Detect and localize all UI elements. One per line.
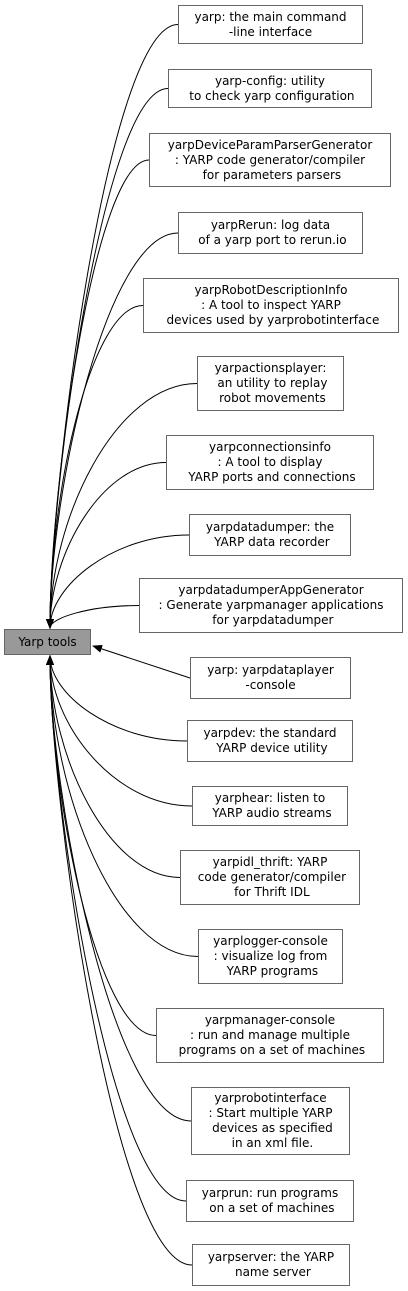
edge-arrow <box>46 655 193 1266</box>
node-yarp-data-player-console[interactable]: yarp: yarpdataplayer -console <box>190 657 351 699</box>
root-node-label: Yarp tools <box>18 634 77 649</box>
node-yarp-idl-thrift[interactable]: yarpidl_thrift: YARP code generator/comp… <box>180 850 360 905</box>
edge-arrow <box>46 159 150 629</box>
edge-arrow <box>46 655 193 807</box>
edge-arrow <box>46 462 167 629</box>
node-yarp-hear[interactable]: yarphear: listen to YARP audio streams <box>192 786 348 826</box>
edge-arrow <box>46 655 192 1122</box>
node-label: yarpRobotDescriptionInfo : A tool to ins… <box>166 283 380 327</box>
node-yarp-data-dumper[interactable]: yarpdatadumper: the YARP data recorder <box>189 514 351 556</box>
node-label: yarplogger-console : visualize log from … <box>213 934 328 978</box>
node-label: yarprun: run programs on a set of machin… <box>201 1186 339 1215</box>
node-label: yarpDeviceParamParserGenerator : YARP co… <box>167 137 373 182</box>
edge-arrow <box>46 655 181 878</box>
node-yarp-main[interactable]: yarp: the main command -line interface <box>178 5 363 44</box>
node-label: yarpdatadumper: the YARP data recorder <box>205 520 335 549</box>
node-yarp-connections-info[interactable]: yarpconnectionsinfo : A tool to display … <box>166 435 374 490</box>
node-label: yarp-config: utility to check yarp confi… <box>189 73 355 103</box>
node-yarp-config[interactable]: yarp-config: utility to check yarp confi… <box>168 69 372 108</box>
node-label: yarpserver: the YARP name server <box>207 1250 335 1279</box>
node-yarp-dev[interactable]: yarpdev: the standard YARP device utilit… <box>187 720 353 762</box>
edge-arrow <box>46 655 188 742</box>
node-yarp-logger-console[interactable]: yarplogger-console : visualize log from … <box>198 929 343 984</box>
node-label: yarpdatadumperAppGenerator : Generate ya… <box>158 583 384 627</box>
node-yarp-server[interactable]: yarpserver: the YARP name server <box>192 1244 350 1286</box>
node-label: yarpactionsplayer: an utility to replay … <box>214 361 328 405</box>
node-yarp-manager-console[interactable]: yarpmanager-console : run and manage mul… <box>156 1008 384 1063</box>
node-label: yarp: the main command -line interface <box>194 9 347 39</box>
node-label: yarpdev: the standard YARP device utilit… <box>203 726 337 755</box>
node-yarp-robot-description-info[interactable]: yarpRobotDescriptionInfo : A tool to ins… <box>143 278 399 333</box>
edge-arrow <box>46 305 144 629</box>
edge-arrow <box>46 605 140 629</box>
edge-arrow <box>46 655 187 1202</box>
node-yarp-run[interactable]: yarprun: run programs on a set of machin… <box>186 1180 354 1222</box>
node-label: yarpmanager-console : run and manage mul… <box>178 1013 366 1057</box>
edge-arrow <box>92 645 191 679</box>
edge-arrow <box>46 655 199 957</box>
node-label: yarp: yarpdataplayer -console <box>207 663 334 692</box>
node-label: yarpconnectionsinfo : A tool to display … <box>188 440 356 484</box>
edge-arrow <box>46 232 179 629</box>
root-node-yarp-tools[interactable]: Yarp tools <box>4 629 91 655</box>
node-label: yarphear: listen to YARP audio streams <box>212 791 332 820</box>
node-yarp-device-param-parser-generator[interactable]: yarpDeviceParamParserGenerator : YARP co… <box>149 133 391 187</box>
edge-arrow <box>46 383 198 629</box>
node-label: yarpRerun: log data of a yarp port to re… <box>198 218 347 247</box>
node-yarp-actions-player[interactable]: yarpactionsplayer: an utility to replay … <box>197 356 344 411</box>
node-yarp-data-dumper-app-generator[interactable]: yarpdatadumperAppGenerator : Generate ya… <box>139 578 403 633</box>
edge-arrow <box>46 534 190 629</box>
node-yarp-rerun[interactable]: yarpRerun: log data of a yarp port to re… <box>178 212 363 254</box>
node-label: yarpidl_thrift: YARP code generator/comp… <box>197 855 347 899</box>
node-yarp-robot-interface[interactable]: yarprobotinterface : Start multiple YARP… <box>191 1087 350 1155</box>
node-label: yarprobotinterface : Start multiple YARP… <box>208 1091 333 1150</box>
